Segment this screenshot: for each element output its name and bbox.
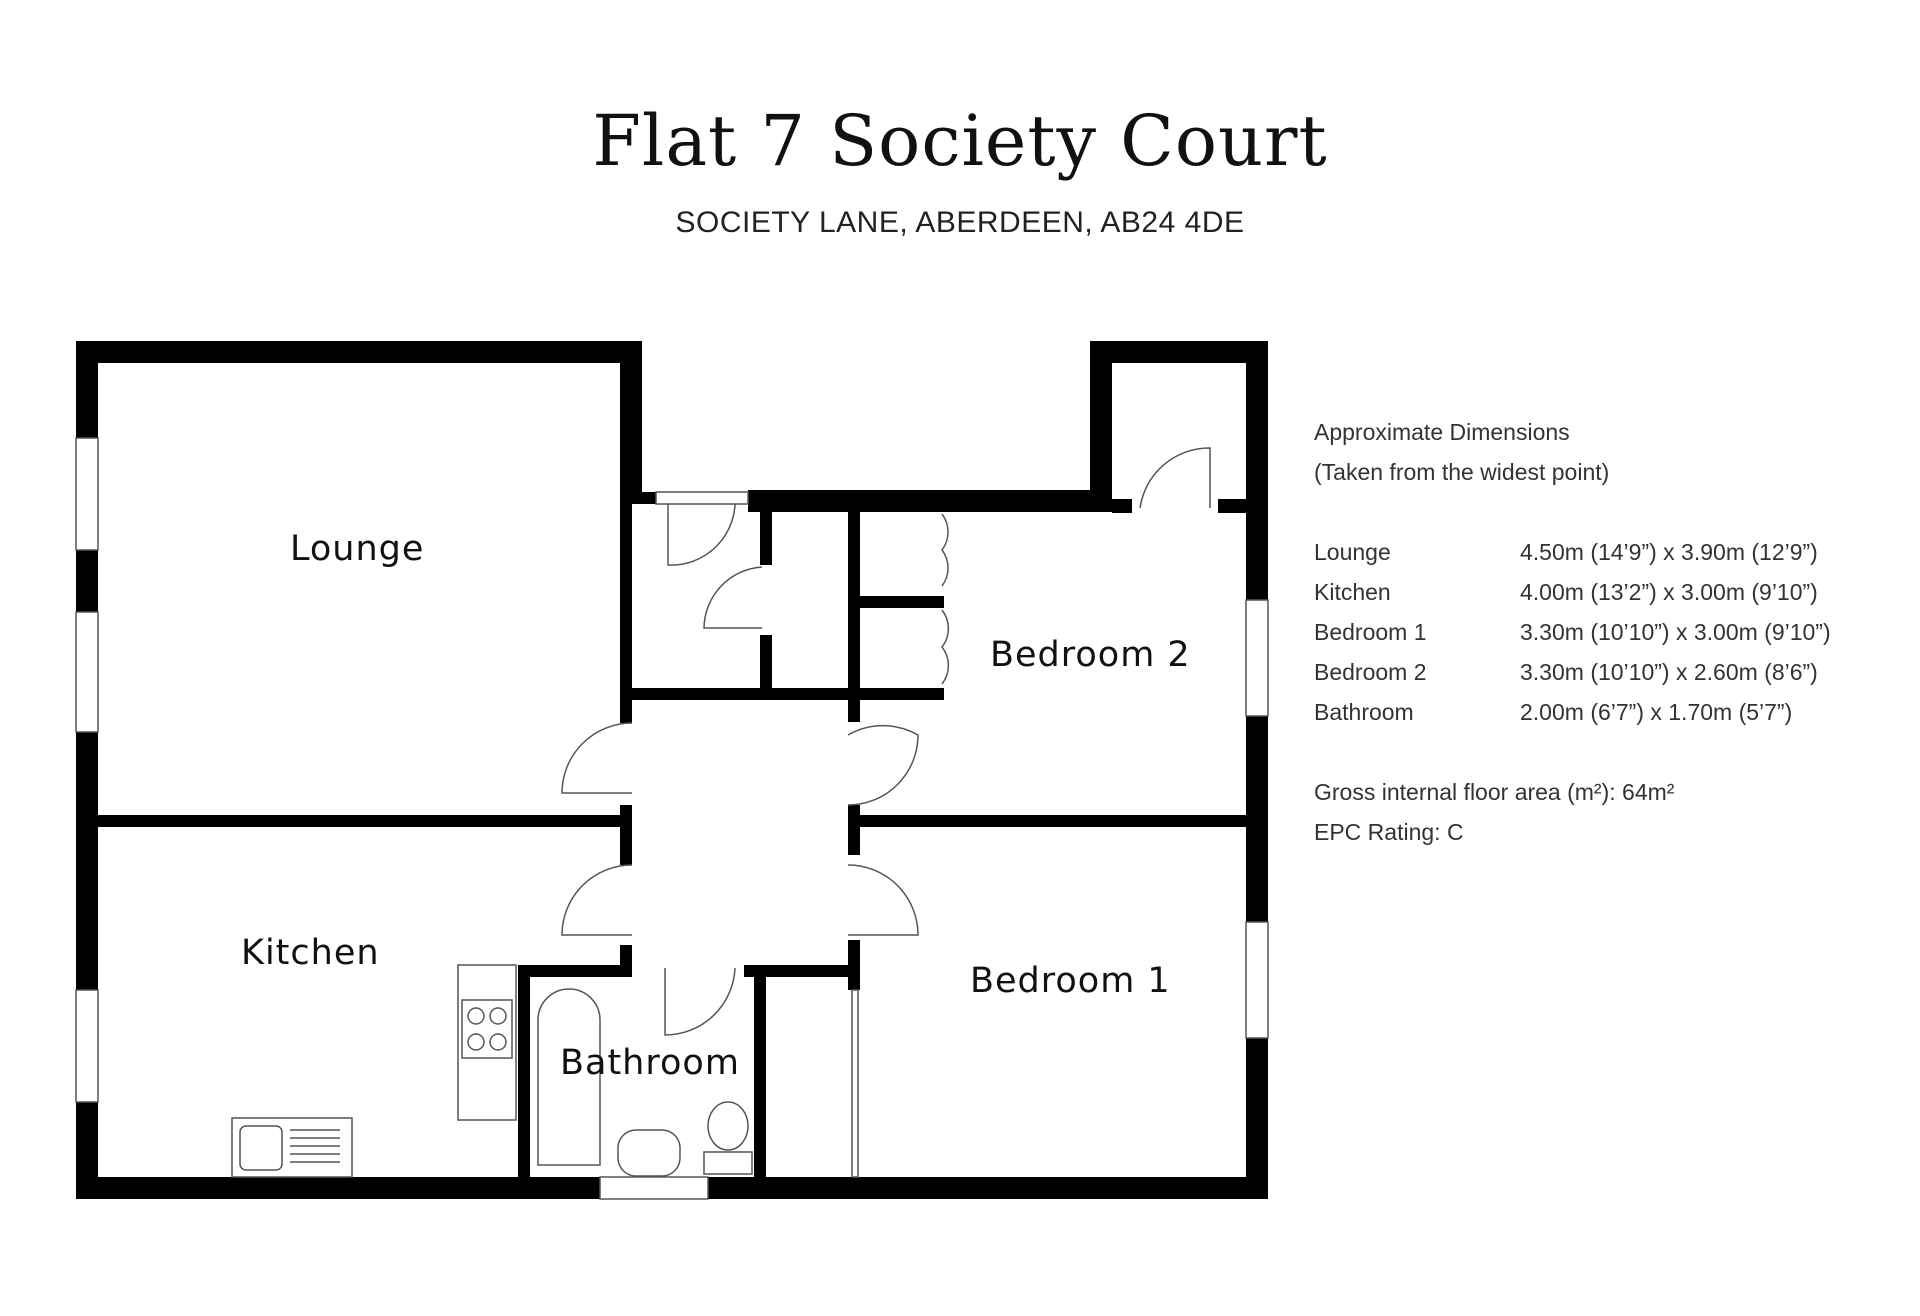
toilet-cistern: [703, 1151, 753, 1175]
dimension-row: Bedroom 1 3.30m (10’10”) x 3.00m (9’10”): [1314, 612, 1894, 652]
room-labels: Lounge Kitchen Bedroom 2 Bedroom 1 Bathr…: [241, 529, 1191, 1083]
wall-bath-door-jamb: [620, 945, 632, 965]
page-title: Flat 7 Society Court: [592, 100, 1328, 182]
dimension-room: Lounge: [1314, 539, 1391, 565]
dimension-size: 4.50m (14’9”) x 3.90m (12’9”): [1520, 539, 1818, 565]
dimension-size: 3.30m (10’10”) x 2.60m (8’6”): [1520, 659, 1818, 685]
dimension-size: 4.00m (13’2”) x 3.00m (9’10”): [1520, 579, 1818, 605]
room-label-bedroom1: Bedroom 1: [970, 961, 1171, 1001]
recess-wall-bottom: [748, 490, 1112, 512]
kitchen-sink: [239, 1125, 283, 1171]
dimension-size: 2.00m (6’7”) x 1.70m (5’7”): [1520, 699, 1793, 725]
window-bathroom: [599, 1176, 709, 1200]
door-wardrobe-bottom: [941, 609, 950, 685]
bathtub: [537, 988, 601, 1166]
outer-wall-left: [76, 341, 98, 1199]
hob: [461, 999, 513, 1059]
dimension-size: 3.30m (10’10”) x 3.00m (9’10”): [1520, 619, 1831, 645]
toilet-bowl: [707, 1101, 749, 1151]
wall-lounge-kitchen: [98, 815, 632, 827]
dimension-room: Kitchen: [1314, 579, 1391, 605]
door-bedroom2: [847, 724, 919, 806]
wall-cupboard-divider-lower: [760, 635, 772, 690]
outer-wall-top-left: [76, 341, 642, 363]
door-frame-bedroom1-side: [851, 989, 859, 1178]
dimensions-panel: Approximate Dimensions (Taken from the w…: [1314, 412, 1894, 852]
wall-bed1-left-upper: [848, 805, 860, 855]
door-wardrobe-top: [941, 513, 949, 587]
wall-cupboard-top-left: [632, 492, 656, 504]
room-label-bathroom: Bathroom: [560, 1043, 740, 1083]
window-bedroom2: [1245, 599, 1269, 717]
room-label-bedroom2: Bedroom 2: [990, 635, 1191, 675]
epc-rating: EPC Rating: C: [1314, 819, 1464, 845]
door-cupboard-inner: [703, 566, 763, 629]
dimension-room: Bedroom 2: [1314, 659, 1427, 685]
wall-bath-top-left: [518, 965, 632, 977]
wall-lounge-right: [620, 363, 632, 723]
door-kitchen: [561, 864, 633, 936]
doors: [561, 447, 1211, 1178]
door-bedroom2-entry: [1139, 447, 1211, 509]
floor-area: Gross internal floor area (m²): 64m²: [1314, 779, 1675, 805]
kitchen-drainer: [290, 1129, 340, 1163]
dimension-room: Bedroom 1: [1314, 619, 1427, 645]
wall-bed2-top: [1112, 499, 1132, 513]
door-bedroom1: [847, 864, 919, 936]
dimension-row: Bathroom 2.00m (6’7”) x 1.70m (5’7”): [1314, 692, 1894, 732]
dimension-row: Kitchen 4.00m (13’2”) x 3.00m (9’10”): [1314, 572, 1894, 612]
wall-bath-right: [754, 965, 766, 1177]
room-label-lounge: Lounge: [290, 529, 424, 569]
fixtures: [231, 964, 753, 1178]
windows: [75, 437, 1269, 1200]
window-lounge-upper: [75, 437, 99, 551]
wall-bed-divider: [848, 815, 1246, 827]
room-label-kitchen: Kitchen: [241, 933, 380, 973]
recess-wall-right: [1090, 341, 1112, 493]
wall-bath-left: [518, 965, 530, 1177]
dimensions-note: (Taken from the widest point): [1314, 459, 1610, 485]
wall-bath-top-right: [744, 965, 860, 977]
wall-lounge-right-lower: [620, 805, 632, 865]
door-bathroom: [664, 967, 736, 1036]
dimension-row: Bedroom 2 3.30m (10’10”) x 2.60m (8’6”): [1314, 652, 1894, 692]
door-lounge: [561, 722, 633, 794]
dimensions-heading: Approximate Dimensions: [1314, 419, 1570, 445]
wall-wardrobe-left: [848, 510, 860, 722]
wall-bed2-top-right: [1218, 499, 1248, 513]
bath-basin: [617, 1129, 681, 1177]
wall-cupboard-bottom: [632, 688, 944, 700]
dimension-room: Bathroom: [1314, 699, 1414, 725]
outer-wall-top-right: [1090, 341, 1268, 363]
address-subtitle: SOCIETY LANE, ABERDEEN, AB24 4DE: [675, 206, 1245, 239]
wall-wardrobe-shelf: [860, 596, 944, 608]
window-bedroom1: [1245, 921, 1269, 1039]
outer-wall-right: [1246, 341, 1268, 1199]
window-kitchen: [75, 989, 99, 1103]
door-cupboard-front: [667, 496, 736, 566]
door-frame-cupboard: [655, 491, 749, 505]
window-lounge-lower: [75, 611, 99, 733]
dimension-row: Lounge 4.50m (14’9”) x 3.90m (12’9”): [1314, 532, 1894, 572]
wall-cupboard-divider: [760, 510, 772, 565]
